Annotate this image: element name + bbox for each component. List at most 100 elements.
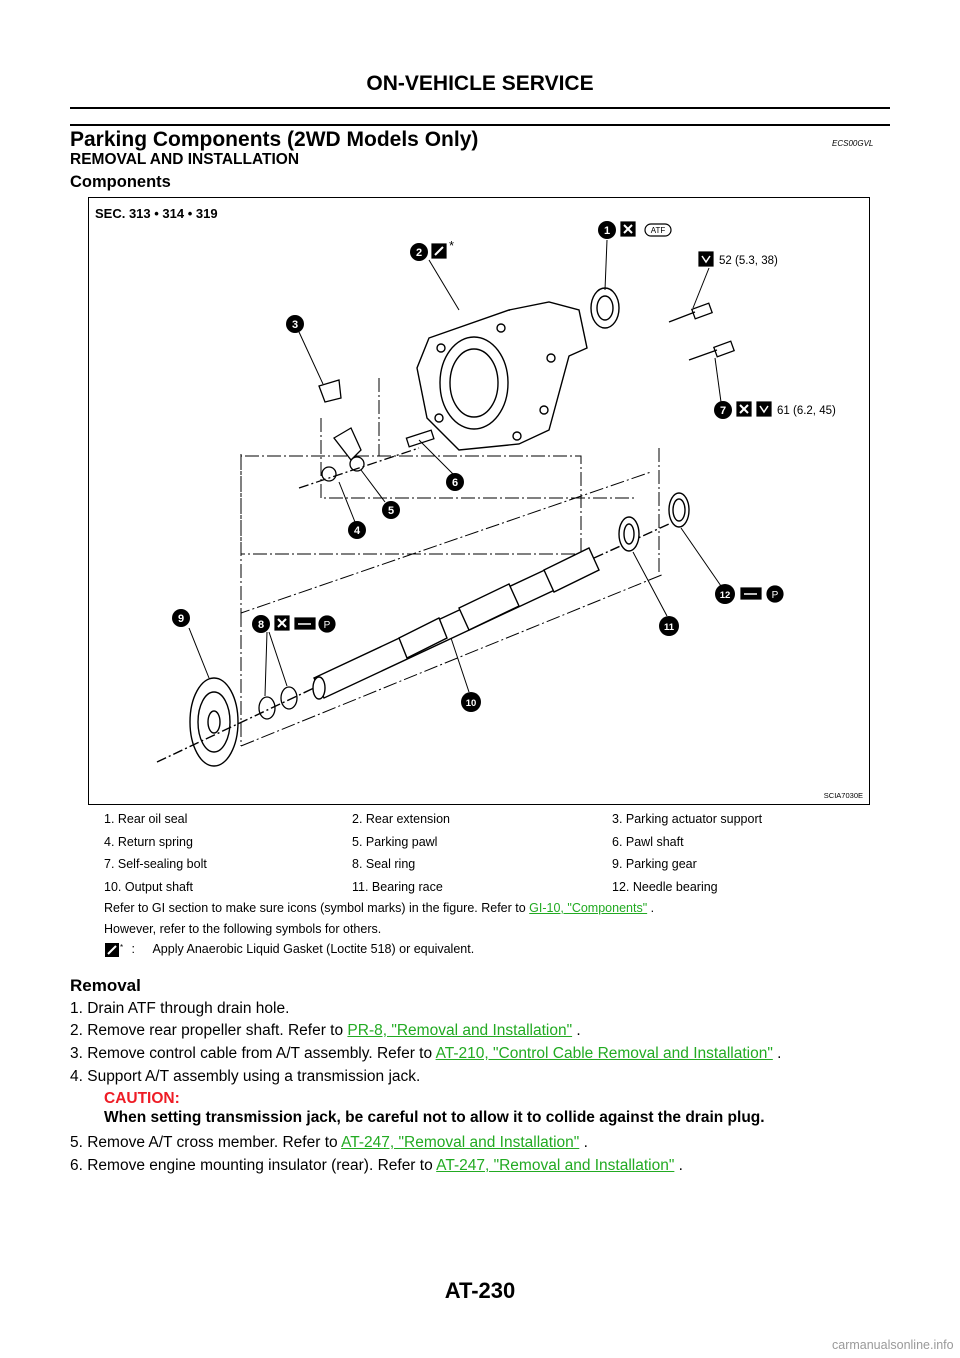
legend-row: 10. Output shaft 11. Bearing race 12. Ne…: [104, 880, 864, 903]
step-period: .: [583, 1134, 588, 1151]
svg-text:5: 5: [388, 505, 394, 517]
caution-title: CAUTION:: [104, 1090, 180, 1107]
rear-extension-drawing: [416, 301, 588, 451]
legend-item: 1. Rear oil seal: [104, 812, 188, 826]
callout-8: 8: [252, 615, 270, 633]
bearing-drawings: [618, 492, 690, 552]
callout-4: 4: [348, 521, 366, 539]
step-3: 3. Remove control cable from A/T assembl…: [70, 1045, 781, 1063]
rear-oil-seal-drawing: [590, 287, 620, 329]
note-period: .: [650, 901, 655, 915]
svg-text:P: P: [324, 620, 331, 631]
callout-12: 12: [715, 584, 735, 604]
step-2: 2. Remove rear propeller shaft. Refer to…: [70, 1022, 581, 1040]
legend-item: 4. Return spring: [104, 834, 193, 849]
pr-8-link[interactable]: PR-8, "Removal and Installation": [347, 1022, 573, 1039]
leader-lines: [188, 239, 722, 697]
header-rule: [70, 107, 890, 109]
svg-text:1: 1: [604, 225, 610, 237]
svg-text:4: 4: [354, 525, 361, 537]
sec-label: SEC. 313 • 314 • 319: [95, 206, 218, 221]
callout-1: 1: [598, 221, 616, 239]
callout-3: 3: [286, 315, 304, 333]
figure-id: SCIA7030E: [823, 791, 863, 800]
watermark: carmanualsonline.info: [832, 1338, 954, 1352]
at-247-link[interactable]: AT-247, "Removal and Installation": [341, 1134, 580, 1151]
symbol-note-text: Apply Anaerobic Liquid Gasket (Loctite 5…: [152, 942, 475, 957]
components-figure: SEC. 313 • 314 • 319: [88, 197, 870, 805]
step-text: 2. Remove rear propeller shaft. Refer to: [70, 1022, 344, 1039]
svg-text:8: 8: [258, 619, 264, 631]
gi-components-link[interactable]: GI-10, "Components": [529, 901, 648, 915]
section-code: ECS00GVL: [832, 139, 874, 148]
section-rule: [70, 124, 890, 126]
seal-ring-drawings: [258, 686, 298, 720]
boundary-lines: [240, 378, 665, 747]
at-247-link-2[interactable]: AT-247, "Removal and Installation": [436, 1157, 675, 1174]
svg-text:11: 11: [664, 622, 675, 633]
svg-text:7: 7: [720, 405, 726, 417]
legend-item: 11. Bearing race: [352, 879, 443, 894]
svg-text:9: 9: [178, 613, 184, 625]
callouts: 1 2 3 4 5 6 7 8 9 10 11 12: [172, 221, 735, 712]
callout-9: 9: [172, 609, 190, 627]
step-period: .: [576, 1022, 581, 1039]
torque-value-1: 52 (5.3, 38): [719, 255, 778, 267]
section-title: Parking Components (2WD Models Only): [70, 128, 479, 151]
svg-text:6: 6: [452, 477, 458, 489]
callout-2: 2: [410, 243, 428, 261]
output-shaft-drawing: [312, 523, 670, 700]
sealant-icon: *: [105, 943, 123, 957]
legend-item: 3. Parking actuator support: [612, 812, 763, 826]
grease-icon: [294, 617, 316, 630]
parking-pawl-drawings: [298, 379, 435, 489]
section-subtitle: REMOVAL AND INSTALLATION: [70, 151, 300, 168]
symbol-icons: ATF * P P: [274, 221, 784, 633]
at-210-link[interactable]: AT-210, "Control Cable Removal and Insta…: [435, 1045, 773, 1062]
legend: 1. Rear oil seal 2. Rear extension 3. Pa…: [104, 812, 864, 902]
caution-text: When setting transmission jack, be caref…: [104, 1109, 765, 1126]
legend-item: 2. Rear extension: [352, 812, 450, 826]
subsection-title: Components: [70, 173, 171, 191]
svg-text:12: 12: [720, 590, 731, 601]
legend-item: 5. Parking pawl: [352, 834, 438, 849]
svg-text:P: P: [772, 590, 779, 601]
torque-icon: [756, 401, 772, 417]
legend-row: 7. Self-sealing bolt 8. Seal ring 9. Par…: [104, 857, 864, 880]
removal-title: Removal: [70, 976, 141, 995]
svg-text:10: 10: [466, 698, 477, 709]
step-4: 4. Support A/T assembly using a transmis…: [70, 1068, 421, 1085]
svg-text:2: 2: [416, 247, 422, 259]
callout-7: 7: [714, 401, 732, 419]
symbol-note: * : Apply Anaerobic Liquid Gasket (Locti…: [104, 942, 474, 958]
atf-icon: ATF: [644, 223, 672, 237]
petroleum-jelly-icon: P: [766, 585, 784, 603]
parking-gear-drawing: [156, 677, 315, 767]
step-1: 1. Drain ATF through drain hole.: [70, 1000, 290, 1017]
step-5: 5. Remove A/T cross member. Refer to AT-…: [70, 1134, 588, 1152]
torque-icon: [698, 251, 714, 267]
note-text: Refer to GI section to make sure icons (…: [104, 901, 526, 915]
sec-label-group: SEC. 313 • 314 • 319: [95, 206, 218, 221]
page-header: ON-VEHICLE SERVICE: [366, 72, 594, 95]
torque-value-2: 61 (6.2, 45): [777, 405, 836, 417]
step-text: 3. Remove control cable from A/T assembl…: [70, 1045, 433, 1062]
page-number: AT-230: [444, 1278, 516, 1303]
legend-note-2: However, refer to the following symbols …: [104, 922, 382, 936]
legend-note-1: Refer to GI section to make sure icons (…: [104, 901, 654, 915]
step-period: .: [678, 1157, 683, 1174]
legend-item: 9. Parking gear: [612, 857, 697, 871]
sealant-asterisk: *: [449, 238, 454, 253]
replace-icon: [736, 401, 752, 417]
step-text: 6. Remove engine mounting insulator (rea…: [70, 1157, 433, 1174]
sealant-icon: [431, 243, 447, 259]
callout-6: 6: [446, 473, 464, 491]
legend-item: 8. Seal ring: [352, 857, 416, 871]
callout-5: 5: [382, 501, 400, 519]
legend-item: 6. Pawl shaft: [612, 834, 684, 849]
svg-text:ATF: ATF: [651, 226, 666, 235]
bolt-drawings: [668, 302, 736, 361]
replace-icon: [620, 221, 636, 237]
step-text: 5. Remove A/T cross member. Refer to: [70, 1134, 338, 1151]
callout-10: 10: [461, 692, 481, 712]
